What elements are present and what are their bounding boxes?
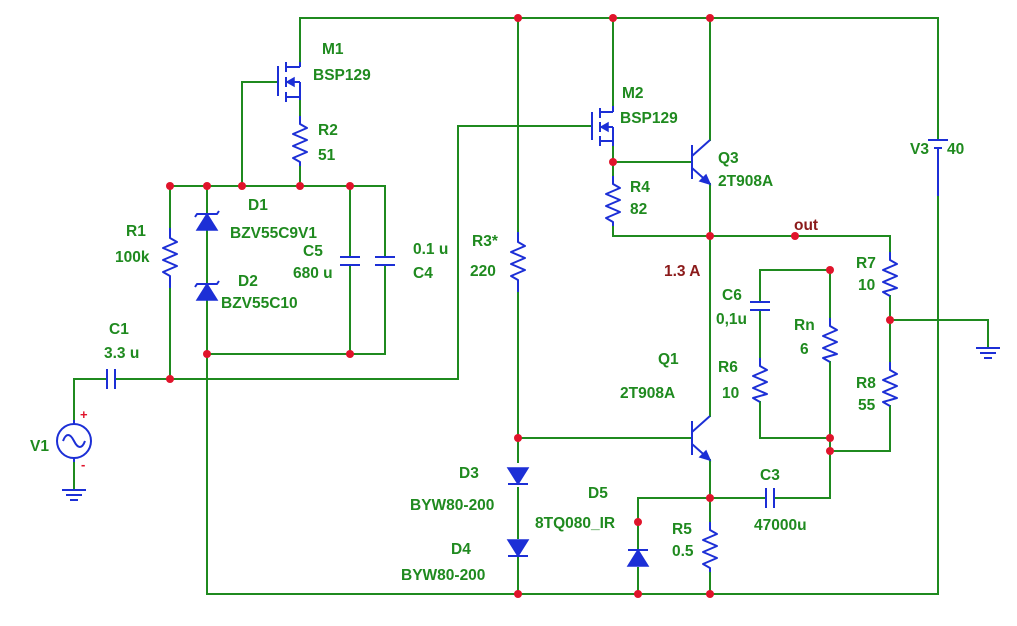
label-c5-value: 680 u [293, 265, 333, 282]
label-r3-name: R3* [472, 233, 499, 250]
label-out: out [794, 217, 818, 234]
label-d5-value: 8TQ080_IR [535, 515, 615, 532]
label-d5-name: D5 [588, 485, 608, 502]
component-labels: M1 BSP129 R2 51 D1 BZV55C9V1 D2 BZV55C10… [30, 41, 964, 584]
label-c6-value: 0,1u [716, 311, 747, 328]
label-r6-value: 10 [722, 385, 739, 402]
capacitor-c5 [340, 256, 360, 266]
label-r1-name: R1 [126, 223, 146, 240]
zener-diode-d1 [194, 210, 220, 231]
label-d2-name: D2 [238, 273, 258, 290]
resistor-rn [822, 318, 838, 363]
label-d1-value: BZV55C9V1 [230, 225, 317, 242]
resistor-r6 [752, 358, 768, 403]
zener-diode-d2 [194, 280, 220, 301]
mosfet-m2 [591, 106, 614, 146]
label-m1-name: M1 [322, 41, 344, 58]
capacitor-c1 [106, 369, 116, 389]
bjt-q1 [691, 415, 712, 462]
ground-symbol [62, 489, 86, 501]
label-c4-name: C4 [413, 265, 433, 282]
resistor-r4 [605, 176, 621, 226]
junction-nodes [166, 14, 894, 598]
resistor-r7 [882, 252, 898, 297]
label-d2-value: BZV55C10 [221, 295, 298, 312]
label-c1-name: C1 [109, 321, 129, 338]
resistor-r3 [510, 232, 526, 292]
resistor-r2 [292, 116, 308, 166]
label-m2-value: BSP129 [620, 110, 678, 127]
label-c1-value: 3.3 u [104, 345, 139, 362]
label-r4-name: R4 [630, 179, 650, 196]
label-v3-name: V3 [910, 141, 929, 158]
ground-symbol [976, 347, 1000, 359]
label-q1-value: 2T908A [620, 385, 675, 402]
capacitor-c4 [375, 256, 395, 266]
label-d3-value: BYW80-200 [410, 497, 494, 514]
label-r2-value: 51 [318, 147, 336, 164]
label-d3-name: D3 [459, 465, 479, 482]
label-v1-name: V1 [30, 438, 49, 455]
capacitor-c6 [750, 301, 770, 311]
label-v1-plus: + [80, 407, 88, 422]
label-m1-value: BSP129 [313, 67, 371, 84]
label-r7-name: R7 [856, 255, 876, 272]
capacitor-c3 [765, 488, 775, 508]
label-current: 1.3 A [664, 263, 700, 280]
label-r3-value: 220 [470, 263, 496, 280]
diode-d5 [626, 548, 650, 567]
resistor-r5 [702, 522, 718, 572]
label-r6-name: R6 [718, 359, 738, 376]
label-d1-name: D1 [248, 197, 268, 214]
label-v3-value: 40 [947, 141, 964, 158]
label-c3-name: C3 [760, 467, 780, 484]
label-q3-name: Q3 [718, 150, 739, 167]
label-r8-name: R8 [856, 375, 876, 392]
label-c6-name: C6 [722, 287, 742, 304]
label-m2-name: M2 [622, 85, 644, 102]
diode-d4 [506, 539, 530, 558]
label-r5-name: R5 [672, 521, 692, 538]
bjt-q3 [691, 139, 712, 186]
diode-d3 [506, 467, 530, 486]
label-v1-minus: - [81, 457, 85, 472]
ac-source-v1 [56, 420, 92, 462]
battery-v3 [928, 139, 948, 196]
label-r4-value: 82 [630, 201, 647, 218]
label-d4-value: BYW80-200 [401, 567, 485, 584]
label-d4-name: D4 [451, 541, 471, 558]
label-r7-value: 10 [858, 277, 875, 294]
mosfet-m1 [277, 62, 301, 102]
label-rn-value: 6 [800, 341, 809, 358]
label-rn-name: Rn [794, 317, 815, 334]
label-c3-value: 47000u [754, 517, 807, 534]
wires [73, 17, 989, 595]
label-r1-value: 100k [115, 249, 150, 266]
resistor-r8 [882, 362, 898, 407]
label-r5-value: 0.5 [672, 543, 694, 560]
label-r8-value: 55 [858, 397, 876, 414]
label-q3-value: 2T908A [718, 173, 773, 190]
label-c5-name: C5 [303, 243, 323, 260]
label-r2-name: R2 [318, 122, 338, 139]
resistor-r1 [162, 228, 178, 288]
label-q1-name: Q1 [658, 351, 679, 368]
label-c4-value: 0.1 u [413, 241, 448, 258]
